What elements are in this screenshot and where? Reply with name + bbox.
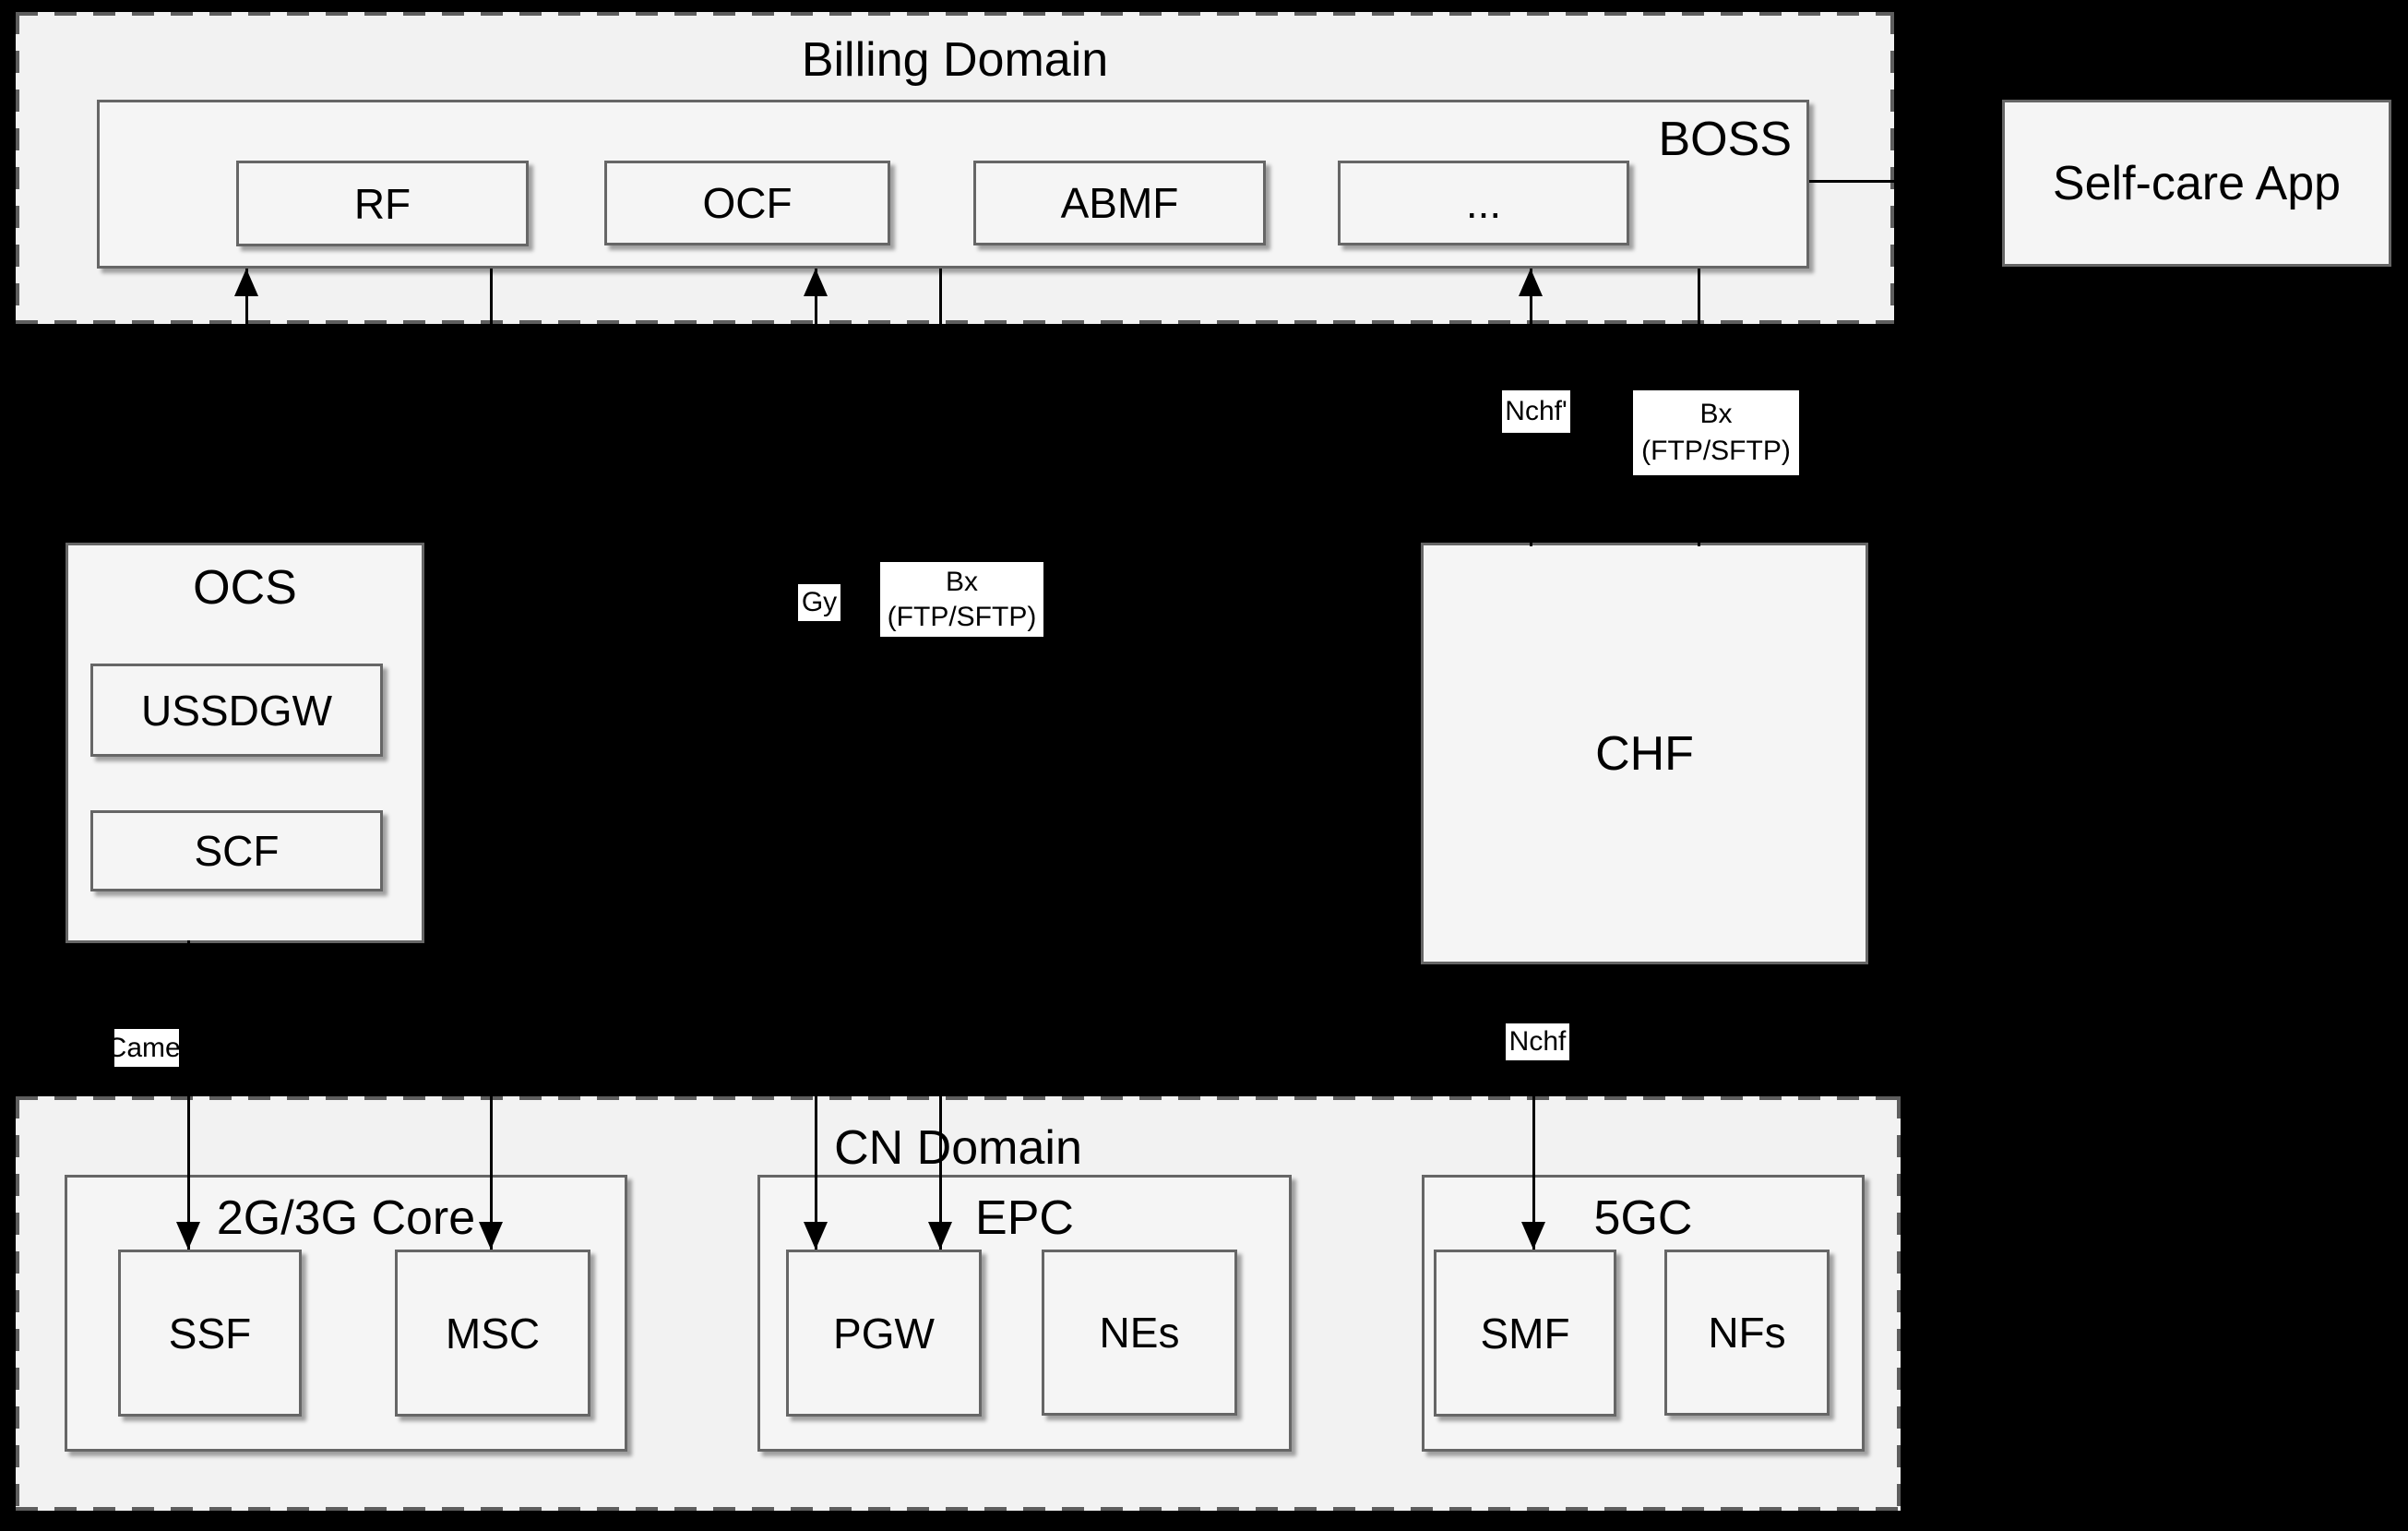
ssf-arrowhead-icon (176, 1222, 200, 1250)
ssf-label: SSF (168, 1309, 252, 1358)
rf-box: RF (236, 161, 529, 246)
boss-selfcare-connector (1809, 180, 2002, 183)
abmf-label: ABMF (1060, 179, 1179, 227)
nes-label: NEs (1099, 1309, 1180, 1357)
bx-lower-line2: (FTP/SFTP) (887, 601, 1037, 632)
bx-lower-line (939, 269, 942, 1250)
cn-domain-title: CN Domain (834, 1121, 1082, 1175)
msc-box: MSC (395, 1250, 590, 1417)
bx-lower-line1: Bx (945, 566, 978, 597)
abmf-box: ABMF (973, 161, 1266, 245)
nchf-interface-label: Nchf (1506, 1023, 1569, 1060)
self-care-app-box: Self-care App (2002, 100, 2391, 267)
smf-box: SMF (1434, 1250, 1616, 1417)
boss-msc-line (490, 269, 493, 1250)
rf-label: RF (353, 179, 411, 228)
msc-arrowhead-icon (479, 1222, 503, 1250)
scf-box: SCF (90, 810, 383, 891)
rf-up-line (245, 269, 248, 325)
nfs-box: NFs (1664, 1250, 1830, 1416)
ocf-label: OCF (702, 179, 793, 227)
pgw-arrowhead-icon (928, 1222, 952, 1250)
scf-label: SCF (194, 827, 280, 875)
chf-box: CHF (1421, 543, 1868, 964)
gy-down-arrowhead-icon (804, 1222, 828, 1250)
nchf-prime-arrowhead-icon (1519, 269, 1543, 296)
self-care-app-label: Self-care App (2052, 156, 2342, 210)
bx-upper-line2: (FTP/SFTP) (1641, 436, 1791, 466)
2g3g-core-title: 2G/3G Core (216, 1191, 476, 1245)
nes-box: NEs (1042, 1250, 1237, 1416)
boss-label: BOSS (1658, 113, 1793, 166)
gy-interface-label: Gy (798, 584, 840, 621)
nchf-text: Nchf (1508, 1026, 1567, 1057)
msc-label: MSC (445, 1309, 541, 1358)
nchf-prime-interface-label: Nchf' (1502, 390, 1570, 433)
camel-interface-label: Camel (107, 1029, 186, 1067)
camel-line (187, 940, 190, 1250)
smf-arrowhead-icon (1521, 1222, 1545, 1250)
ellipsis-label: ... (1465, 179, 1502, 227)
pgw-label: PGW (833, 1309, 935, 1358)
ocs-title: OCS (193, 561, 297, 615)
gy-up-arrowhead-icon (804, 269, 828, 296)
ussdgw-box: USSDGW (90, 664, 383, 757)
5gc-title: 5GC (1593, 1191, 1693, 1245)
ussdgw-label: USSDGW (141, 686, 332, 735)
nfs-label: NFs (1708, 1309, 1786, 1357)
ocf-box: OCF (604, 161, 890, 245)
epc-title: EPC (975, 1191, 1074, 1245)
chf-label: CHF (1595, 726, 1694, 781)
bx-upper-line1: Bx (1699, 399, 1733, 429)
nchf-prime-text: Nchf' (1505, 396, 1568, 426)
pgw-box: PGW (786, 1250, 982, 1417)
gy-text: Gy (801, 587, 838, 617)
rf-up-arrowhead-icon (234, 269, 258, 296)
bx-ftp-lower-interface-label: Bx (FTP/SFTP) (880, 562, 1043, 637)
gy-line (815, 269, 817, 1250)
nchf-line (1532, 964, 1535, 1250)
smf-label: SMF (1480, 1309, 1570, 1358)
ellipsis-box: ... (1338, 161, 1629, 245)
billing-domain-title: Billing Domain (801, 33, 1109, 87)
ssf-box: SSF (118, 1250, 302, 1417)
camel-text: Camel (106, 1032, 187, 1063)
bx-ftp-upper-interface-label: Bx (FTP/SFTP) (1633, 390, 1799, 475)
